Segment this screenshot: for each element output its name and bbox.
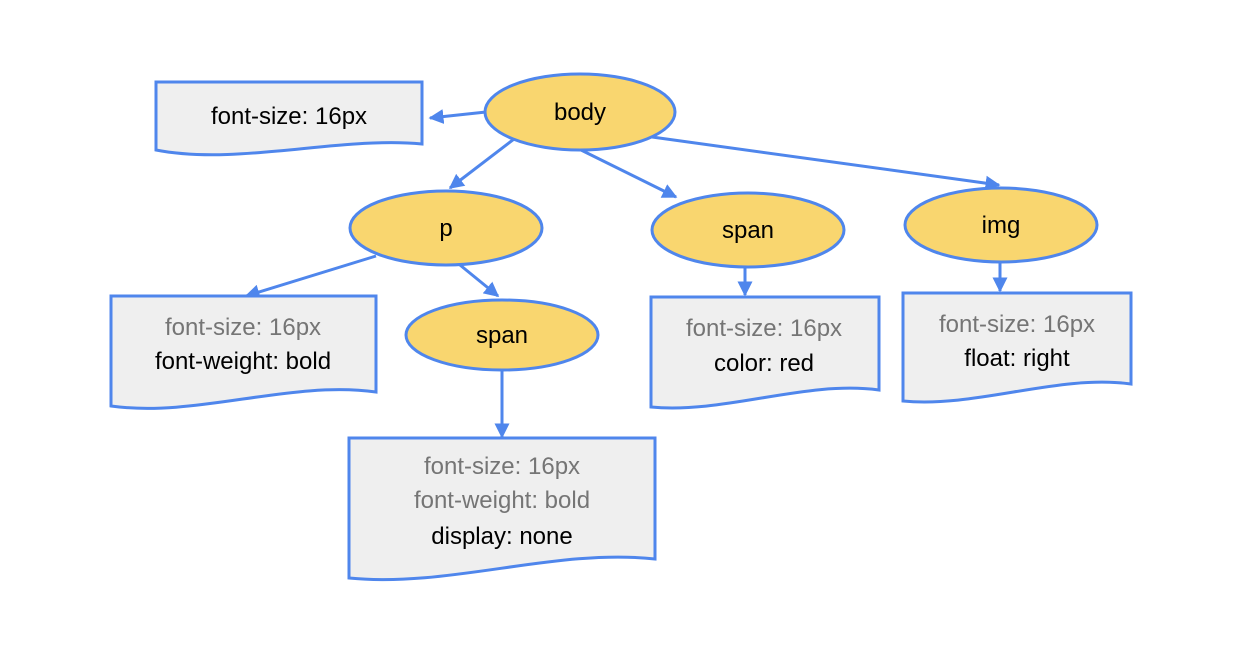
style-line: font-weight: bold: [155, 348, 331, 375]
style-line: font-size: 16px: [686, 315, 842, 342]
style-doc-img: font-size: 16px float: right: [901, 291, 1133, 404]
style-doc-p: font-size: 16px font-weight: bold: [109, 294, 378, 410]
edge-body-to-p: [448, 137, 515, 190]
edges: [244, 109, 1008, 439]
node-span: span: [650, 191, 846, 269]
node-label: img: [982, 212, 1021, 239]
style-doc-span-p: font-size: 16px font-weight: bold displa…: [347, 436, 657, 582]
node-label: p: [439, 215, 452, 242]
style-doc-span: font-size: 16px color: red: [649, 295, 881, 410]
node-label: body: [554, 99, 606, 126]
edge-body-to-body-style: [428, 109, 487, 125]
edge-p-to-span: [459, 263, 500, 298]
style-line: font-size: 16px: [211, 103, 367, 130]
style-line: font-size: 16px: [165, 314, 321, 341]
node-body: body: [483, 72, 677, 152]
style-doc-body: font-size: 16px: [154, 80, 424, 157]
style-line: font-weight: bold: [414, 487, 590, 514]
edge-p-to-p-style: [244, 254, 377, 300]
edge-body-to-img: [651, 135, 1001, 191]
edge-body-to-span: [580, 148, 678, 199]
node-p: p: [348, 189, 544, 267]
style-line: color: red: [714, 350, 814, 377]
style-line: font-size: 16px: [424, 453, 580, 480]
node-label: span: [476, 322, 528, 349]
style-line: float: right: [964, 345, 1070, 372]
style-line: display: none: [431, 523, 572, 550]
style-line: font-size: 16px: [939, 311, 1095, 338]
node-span-p: span: [404, 298, 600, 372]
node-img: img: [903, 186, 1099, 264]
node-label: span: [722, 217, 774, 244]
